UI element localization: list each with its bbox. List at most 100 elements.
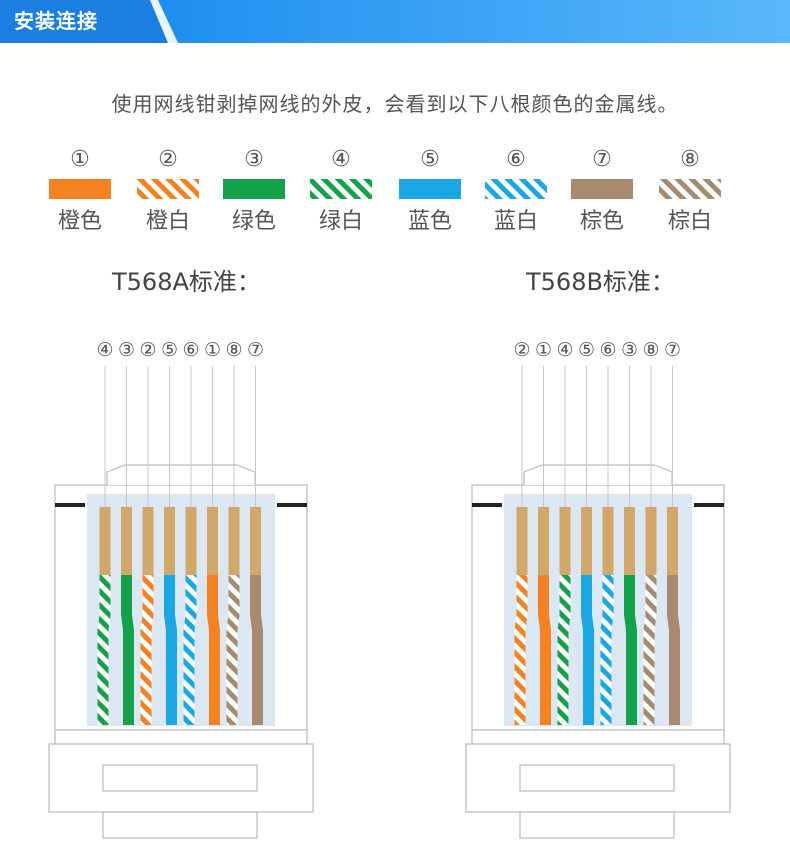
header-background bbox=[0, 0, 790, 43]
wire-1 bbox=[514, 575, 528, 725]
legend-label: 蓝白 bbox=[494, 209, 538, 234]
pin-number-4: ⑤ bbox=[578, 339, 595, 361]
legend-number: ④ bbox=[331, 147, 351, 172]
legend-swatch bbox=[49, 179, 111, 199]
pin-number-7: ⑧ bbox=[225, 339, 242, 361]
header-title: 安装连接 bbox=[14, 9, 98, 33]
wire-2 bbox=[538, 575, 551, 725]
legend-label: 蓝色 bbox=[408, 209, 452, 234]
pin-number-3: ② bbox=[139, 339, 156, 361]
wire-2 bbox=[121, 575, 134, 725]
connector-collar bbox=[471, 729, 725, 745]
wire-6 bbox=[624, 575, 637, 725]
connector-tab bbox=[106, 464, 256, 485]
pin-number-4: ⑤ bbox=[161, 339, 178, 361]
pin-number-3: ④ bbox=[556, 339, 573, 361]
wire-5 bbox=[183, 575, 197, 725]
connector-housing bbox=[504, 494, 692, 726]
legend-item-7: ⑦ 棕色 bbox=[571, 147, 633, 234]
connector-housing bbox=[87, 494, 275, 726]
legend-number: ⑧ bbox=[680, 147, 700, 172]
connector-edge-right bbox=[277, 503, 307, 507]
pin-number-5: ⑥ bbox=[599, 339, 616, 361]
legend-item-2: ② 橙白 bbox=[137, 147, 199, 234]
header-bar: 安装连接 bbox=[0, 0, 790, 43]
pin-number-2: ③ bbox=[118, 339, 135, 361]
legend-item-8: ⑧ 棕白 bbox=[659, 147, 721, 234]
legend-label: 绿白 bbox=[319, 209, 363, 234]
legend-swatch bbox=[485, 179, 547, 199]
connector-latch bbox=[519, 811, 675, 839]
connector-tab bbox=[523, 464, 673, 485]
connector-window bbox=[519, 764, 675, 792]
pin-number-5: ⑥ bbox=[182, 339, 199, 361]
wire-8 bbox=[667, 575, 680, 725]
pin-contact-4 bbox=[164, 507, 175, 575]
wire-7 bbox=[643, 575, 657, 725]
connector-edge-right bbox=[694, 503, 724, 507]
pin-contact-5 bbox=[185, 507, 197, 575]
t568b-title: T568B标准： bbox=[526, 268, 675, 296]
pin-contact-6 bbox=[624, 507, 635, 575]
legend-number: ① bbox=[70, 147, 90, 172]
legend-label: 橙色 bbox=[58, 209, 102, 234]
legend-swatch bbox=[659, 179, 721, 199]
legend-swatch bbox=[310, 179, 372, 199]
pin-contact-2 bbox=[121, 507, 132, 575]
legend-label: 棕白 bbox=[668, 209, 712, 234]
pin-number-1: ④ bbox=[96, 339, 113, 361]
pin-number-2: ① bbox=[535, 339, 552, 361]
connector-latch bbox=[102, 811, 258, 839]
legend-label: 橙白 bbox=[146, 209, 190, 234]
wire-3 bbox=[557, 575, 571, 725]
legend-item-4: ④ 绿白 bbox=[310, 147, 372, 234]
wire-3 bbox=[140, 575, 154, 725]
pin-contact-7 bbox=[645, 507, 657, 575]
legend-number: ⑤ bbox=[420, 147, 440, 172]
connector-edge-left bbox=[55, 503, 85, 507]
wire-6 bbox=[207, 575, 220, 725]
wire-5 bbox=[600, 575, 614, 725]
wire-4 bbox=[164, 575, 177, 725]
legend-number: ③ bbox=[244, 147, 264, 172]
pin-contact-1 bbox=[99, 507, 111, 575]
legend-item-5: ⑤ 蓝色 bbox=[399, 147, 461, 234]
pin-contact-8 bbox=[667, 507, 678, 575]
legend-item-1: ① 橙色 bbox=[49, 147, 111, 234]
legend-swatch bbox=[399, 179, 461, 199]
wire-4 bbox=[581, 575, 594, 725]
pin-contact-8 bbox=[250, 507, 261, 575]
pin-number-1: ② bbox=[513, 339, 530, 361]
pin-number-6: ① bbox=[204, 339, 221, 361]
legend-label: 棕色 bbox=[580, 209, 624, 234]
wire-8 bbox=[250, 575, 263, 725]
legend-number: ⑦ bbox=[592, 147, 612, 172]
wire-1 bbox=[97, 575, 111, 725]
legend-item-6: ⑥ 蓝白 bbox=[485, 147, 547, 234]
t568a-title: T568A标准： bbox=[112, 268, 261, 296]
connector-window bbox=[102, 764, 258, 792]
pin-contact-5 bbox=[602, 507, 614, 575]
pin-number-8: ⑦ bbox=[247, 339, 264, 361]
legend-number: ⑥ bbox=[506, 147, 526, 172]
legend-swatch bbox=[571, 179, 633, 199]
pin-contact-4 bbox=[581, 507, 592, 575]
pin-number-8: ⑦ bbox=[664, 339, 681, 361]
legend-swatch bbox=[137, 179, 199, 199]
legend-swatch bbox=[223, 179, 285, 199]
pin-number-6: ③ bbox=[621, 339, 638, 361]
legend-label: 绿色 bbox=[232, 209, 276, 234]
wire-7 bbox=[226, 575, 240, 725]
intro-text: 使用网线钳剥掉网线的外皮，会看到以下八根颜色的金属线。 bbox=[111, 92, 679, 116]
connector-collar bbox=[54, 729, 308, 745]
pin-contact-2 bbox=[538, 507, 549, 575]
legend-item-3: ③ 绿色 bbox=[223, 147, 285, 234]
legend-number: ② bbox=[158, 147, 178, 172]
pin-contact-7 bbox=[228, 507, 240, 575]
pin-number-7: ⑧ bbox=[642, 339, 659, 361]
pin-contact-3 bbox=[142, 507, 154, 575]
pin-contact-6 bbox=[207, 507, 218, 575]
